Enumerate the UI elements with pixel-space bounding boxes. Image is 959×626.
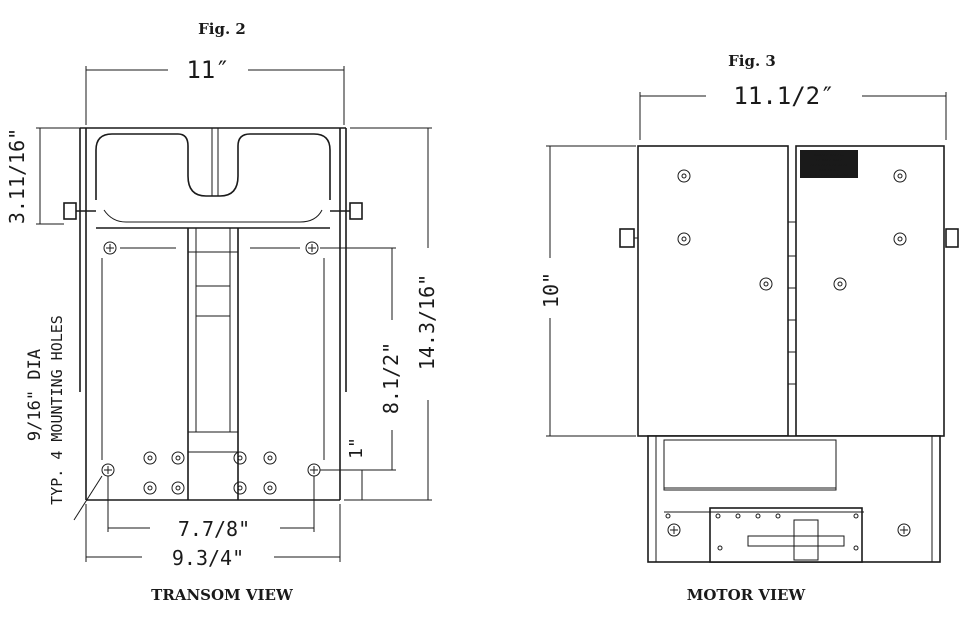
fig3-motor-view: Fig. 3 11.1/2″ 10"	[539, 52, 959, 604]
fig2-bracket-outline	[63, 127, 363, 501]
fig2-mounting-holes	[101, 241, 321, 477]
label-line: XXX XXXXXXX XXXXX	[809, 173, 849, 177]
mounting-hole	[667, 523, 681, 537]
fig3-title: Fig. 3	[728, 52, 776, 70]
mounting-hole	[101, 463, 115, 477]
label-line: XXXXXX XXXXXX	[814, 153, 845, 157]
label-line: XXX XX X X	[819, 168, 840, 172]
fig2-title: Fig. 2	[198, 20, 246, 38]
fig2-transom-view: Fig. 2 11″	[5, 20, 439, 604]
mounting-hole	[897, 523, 911, 537]
fig2-base-width-dimension: 9.3/4"	[85, 504, 341, 570]
fig3-bolt-holes	[677, 169, 907, 291]
fig2-small-height-label: 1"	[346, 437, 367, 459]
fig3-width-label: 11.1/2″	[733, 82, 834, 110]
fig3-motor-housing	[647, 435, 941, 563]
fig2-hole-note-count: TYP. 4 MOUNTING HOLES	[48, 315, 66, 505]
fig3-height-label: 10"	[539, 272, 563, 308]
fig3-caption: MOTOR VIEW	[687, 586, 807, 604]
fig2-top-height-dimension: 3.11/16"	[5, 127, 80, 225]
fig2-hole-spacing-dimension: 7.7/8"	[107, 476, 315, 541]
mounting-hole	[103, 241, 117, 255]
mounting-hole	[307, 463, 321, 477]
fig3-label-plate: XXXXXX XXXXXX XX XXXX XXXX XXXX XXXX XX …	[800, 150, 858, 178]
fig3-width-dimension: 11.1/2″	[639, 82, 947, 140]
fig2-mid-height-dimension: 8.1/2"	[320, 247, 403, 471]
fig2-bolt-holes	[143, 451, 277, 495]
fig2-width-label: 11″	[186, 56, 229, 84]
fig2-caption: TRANSOM VIEW	[151, 586, 294, 604]
fig2-total-height-dimension: 14.3/16"	[350, 127, 439, 501]
fig2-mid-height-label: 8.1/2"	[379, 342, 403, 414]
label-line: XXXX XXXX XX XXXX	[810, 163, 848, 167]
fig3-side-plates	[619, 145, 959, 437]
fig2-total-height-label: 14.3/16"	[415, 274, 439, 370]
label-line: XX XXXX XXXX	[816, 158, 843, 162]
fig2-hole-spacing-label: 7.7/8"	[178, 517, 250, 541]
mounting-hole	[305, 241, 319, 255]
fig3-height-dimension: 10"	[539, 145, 636, 437]
fig2-top-height-label: 3.11/16"	[5, 128, 29, 224]
fig2-width-dimension: 11″	[85, 56, 345, 125]
fig2-base-width-label: 9.3/4"	[172, 546, 244, 570]
fig2-hole-note-dia: 9/16" DIA	[25, 349, 45, 441]
fig2-hole-notes: 9/16" DIA TYP. 4 MOUNTING HOLES	[25, 315, 103, 521]
fig2-small-height-dimension: 1"	[344, 437, 368, 501]
